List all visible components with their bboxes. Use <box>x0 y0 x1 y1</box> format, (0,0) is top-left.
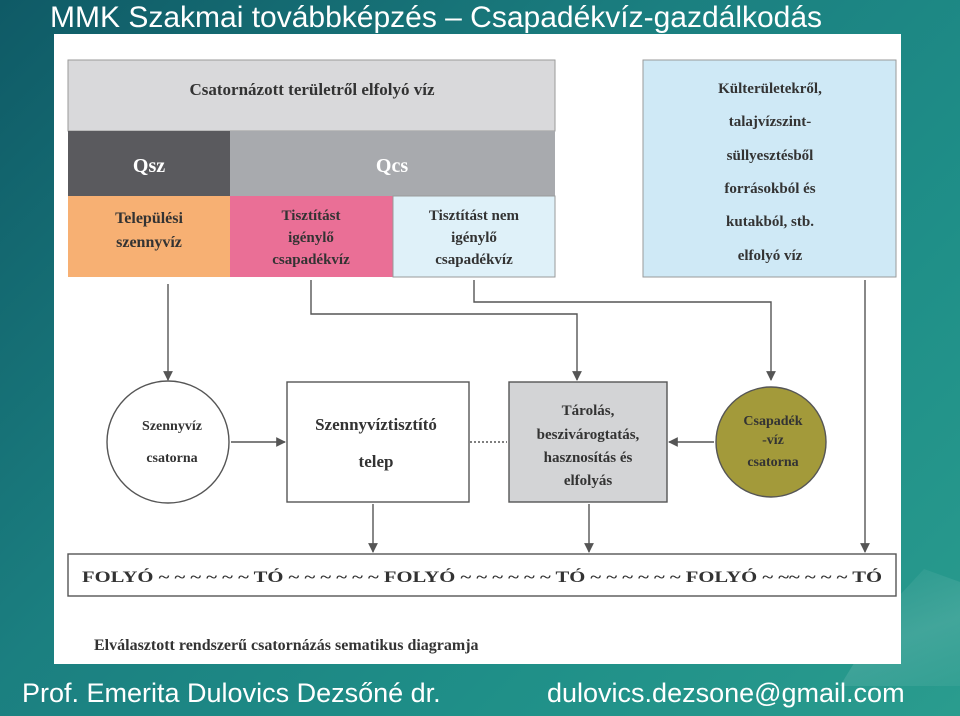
qcs-label: Qcs <box>376 155 408 177</box>
sewered-area-label: Csatornázott területről elfolyó víz <box>190 80 435 99</box>
diagram-caption: Elválasztott rendszerű csatornázás semat… <box>94 637 479 654</box>
flow-connectors <box>163 280 870 553</box>
diagram-panel: Csatornázott területről elfolyó víz Qsz … <box>54 34 901 664</box>
treatment-required-box <box>230 196 393 277</box>
treatment-required-line-2: igénylő <box>288 230 334 246</box>
storage-box <box>508 381 668 503</box>
qsz-box <box>68 131 230 196</box>
storm-line-3: csatorna <box>747 455 798 470</box>
plant-line-2: telep <box>359 452 394 471</box>
settlement-line-2: szennyvíz <box>116 234 182 251</box>
author-name: Prof. Emerita Dulovics Dezsőné dr. <box>22 678 441 708</box>
storage-line-1: Tárolás, <box>562 403 615 419</box>
sewer-line-2: csatorna <box>146 451 197 466</box>
no-treatment-line-3: csapadékvíz <box>435 252 513 268</box>
treatment-required-line-3: csapadékvíz <box>272 252 350 268</box>
outer-areas-box <box>642 59 897 278</box>
settlement-wastewater-box <box>68 196 230 277</box>
treatment-required-line-1: Tisztítást <box>282 208 341 224</box>
outer-areas-line-6: elfolyó víz <box>738 248 803 264</box>
arrow-treatment-to-storage <box>310 280 582 381</box>
sewered-area-header <box>67 59 556 132</box>
no-treatment-box <box>392 195 556 278</box>
settlement-line-1: Települési <box>115 210 183 227</box>
storage-line-3: hasznosítás és <box>544 450 633 466</box>
outer-areas-line-4: forrásokból és <box>724 181 815 197</box>
river-lake-label: FOLYÓ ~ ~ ~ ~ ~ ~ TÓ ~ ~ ~ ~ ~ ~ FOLYÓ ~… <box>82 567 882 586</box>
river-lake-strip <box>67 553 897 597</box>
outer-areas-line-3: süllyesztésből <box>727 148 814 164</box>
outer-areas-line-1: Külterületekről, <box>718 81 822 97</box>
slide-title: MMK Szakmai továbbképzés – Csapadékvíz-g… <box>50 1 823 34</box>
wastewater-sewer-circle <box>106 380 230 504</box>
no-treatment-line-1: Tisztítást nem <box>429 208 520 224</box>
qcs-box <box>230 131 555 196</box>
storm-line-1: Csapadék <box>743 414 802 429</box>
outer-areas-line-5: kutakból, stb. <box>726 214 814 230</box>
sewer-line-1: Szennyvíz <box>142 419 202 434</box>
storage-line-2: beszivárogtatás, <box>537 427 640 443</box>
storage-line-4: elfolyás <box>564 473 612 489</box>
qsz-label: Qsz <box>133 155 165 177</box>
author-email: dulovics.dezsone@gmail.com <box>547 678 905 708</box>
drainage-diagram: Csatornázott területről elfolyó víz Qsz … <box>67 59 897 654</box>
arrow-no-treatment-to-storm <box>473 280 776 381</box>
treatment-plant-box <box>286 381 470 503</box>
stormwater-sewer-circle <box>715 386 827 498</box>
outer-areas-line-2: talajvízszint- <box>729 114 811 130</box>
no-treatment-line-2: igénylő <box>451 230 497 246</box>
storm-line-2: -víz <box>762 433 784 448</box>
plant-line-1: Szennyvíztisztító <box>315 415 437 434</box>
